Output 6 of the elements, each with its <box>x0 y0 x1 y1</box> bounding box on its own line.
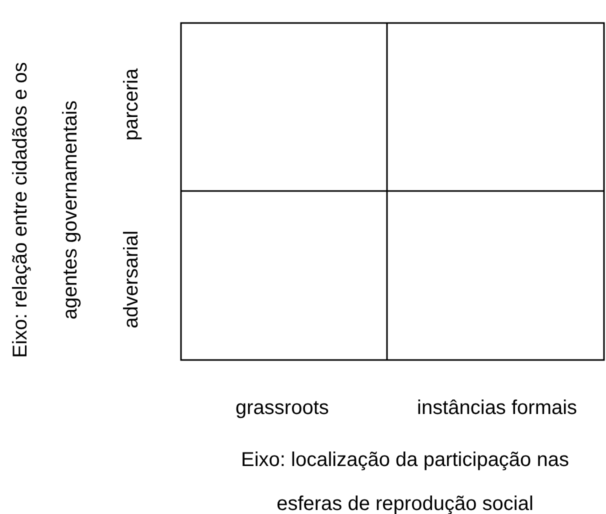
axis-title: Eixo: relação entre cidadãos e os agentes governamentais <box>8 61 82 360</box>
axis-title: Eixo: localização da participação nas esferas de reprodução social <box>240 448 570 514</box>
axis-label: parceria <box>120 68 144 140</box>
axis-label: adversarial <box>120 230 144 328</box>
axis-label: instâncias formais <box>417 396 578 420</box>
axis-label: grassroots <box>236 396 329 420</box>
